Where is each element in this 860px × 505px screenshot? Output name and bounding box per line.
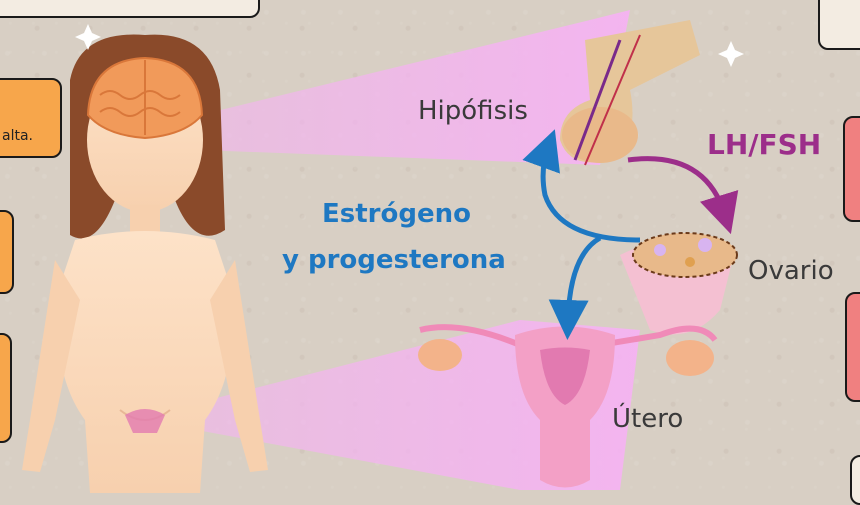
ovary (620, 233, 737, 335)
note-card-red-2 (845, 292, 860, 402)
lh-fsh-arrow (628, 159, 725, 215)
note-card-red-1 (843, 116, 860, 222)
note-card-text: alta. (2, 128, 33, 144)
top-right-card (818, 0, 860, 50)
feedback-arrow-to-uterus (568, 238, 600, 320)
label-hipofisis: Hipófisis (418, 96, 528, 126)
label-estrogeno: Estrógeno (322, 196, 471, 232)
note-card-orange-3 (0, 333, 12, 443)
note-card-orange-1: alta. (0, 78, 62, 158)
label-utero: Útero (612, 404, 683, 434)
label-progesterona: y progesterona (282, 242, 506, 278)
star-sparkle-icon (718, 41, 744, 67)
bottom-right-card (850, 455, 860, 505)
note-card-orange-2 (0, 210, 14, 294)
label-ovario: Ovario (748, 256, 834, 286)
top-left-card (0, 0, 260, 18)
label-lh-fsh: LH/FSH (707, 128, 821, 161)
